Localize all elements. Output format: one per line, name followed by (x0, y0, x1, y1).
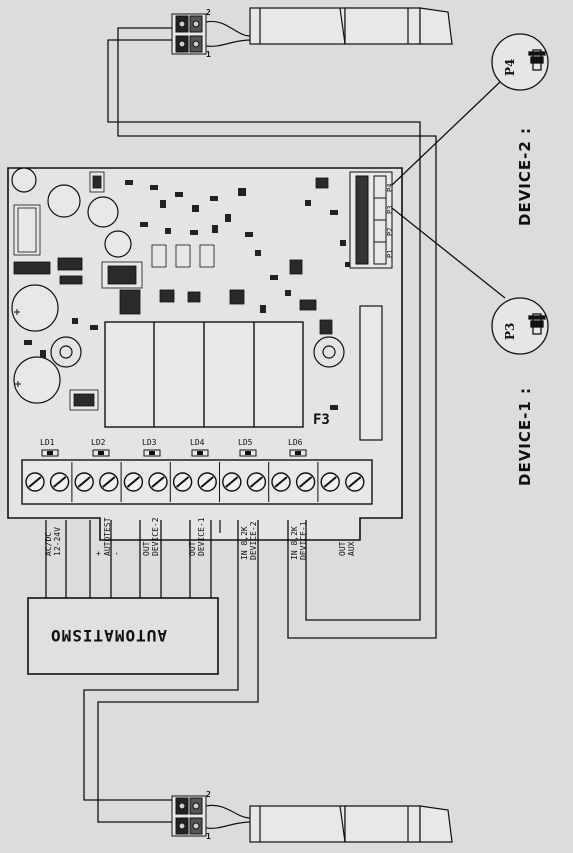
side-component (359, 305, 383, 441)
top-sensor (205, 7, 453, 47)
automatismo-label: AUTOMATISMO (50, 626, 167, 645)
bottom-connector-pin-2: 2 (206, 790, 211, 799)
top-connector-pin-1: 1 (206, 50, 211, 59)
device-2-label: DEVICE-2 : (516, 126, 534, 226)
bottom-connector-pin-1: 1 (206, 832, 211, 841)
terminal-screw (246, 472, 267, 492)
top-connector-pin-2: 2 (206, 8, 211, 17)
led-label: LD5 (238, 438, 253, 447)
components (13, 171, 363, 413)
wires (45, 27, 437, 823)
led-die (197, 451, 203, 455)
header-pin-p1: P1 (386, 249, 394, 258)
jumper-p3-label: P3 (503, 322, 517, 340)
terminal-screw (148, 472, 168, 492)
led-marks (41, 449, 307, 457)
led-label: LD2 (91, 438, 106, 447)
led-label: LD3 (142, 438, 157, 447)
jumper-header (349, 171, 393, 269)
terminal-screw (222, 472, 242, 492)
terminal-screw (99, 472, 119, 492)
led-die (98, 451, 104, 455)
relays (104, 321, 304, 428)
terminal-screw (123, 472, 144, 492)
terminal-screw (345, 472, 365, 492)
led-die (245, 451, 251, 455)
terminal-screw (172, 472, 193, 492)
header-pin-p4: P4 (386, 183, 394, 192)
automatismo-box (27, 597, 219, 675)
terminal-screw (74, 472, 94, 492)
jumper-callouts (391, 33, 549, 355)
led-label: LD4 (190, 438, 205, 447)
terminal-autotest: +AUTOTEST- (94, 517, 121, 556)
led-die (149, 451, 155, 455)
terminal-screw (320, 472, 340, 492)
device-1-label: DEVICE-1 : (516, 386, 534, 486)
led-die (295, 451, 301, 455)
jumper-p4-label: P4 (503, 58, 517, 76)
bottom-sensor (205, 804, 453, 843)
mounting-holes (50, 336, 345, 368)
terminal-screw (295, 472, 316, 492)
bottom-connector (171, 795, 207, 837)
terminal-block (21, 459, 373, 505)
header-pin-p2: P2 (386, 227, 394, 236)
terminal-screw (49, 472, 70, 492)
top-connector (171, 13, 207, 55)
led-die (47, 451, 53, 455)
led-label: LD6 (288, 438, 303, 447)
terminal-screw (197, 472, 217, 492)
terminal-screw (25, 472, 45, 492)
capacitors (11, 167, 132, 404)
led-label: LD1 (40, 438, 55, 447)
fuse-label: F3 (313, 412, 330, 428)
smd-pads (24, 180, 353, 410)
terminal-screw (271, 472, 291, 492)
header-pin-p3: P3 (386, 205, 394, 214)
